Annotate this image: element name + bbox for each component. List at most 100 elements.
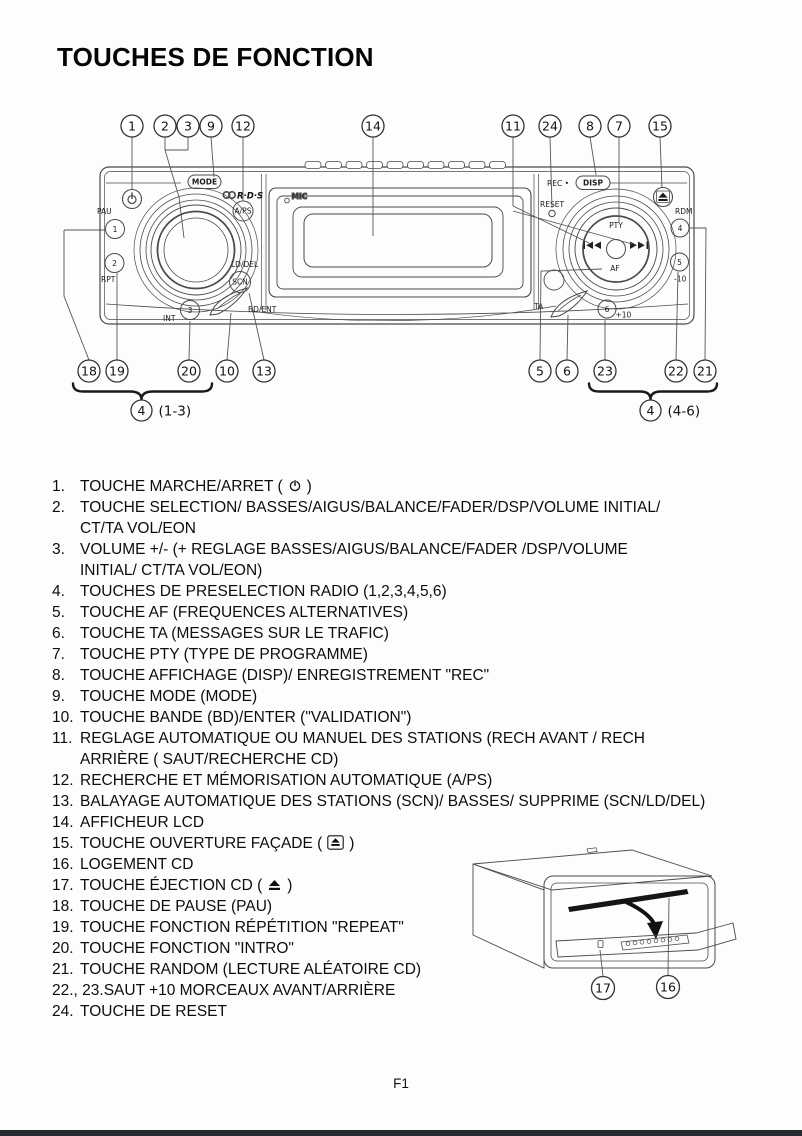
item-number: 21. xyxy=(52,961,74,978)
footer-bar xyxy=(0,1130,802,1136)
seek-back-icon xyxy=(583,241,601,249)
seek-knob-drawing: PTY AF xyxy=(555,188,677,310)
svg-text:12: 12 xyxy=(235,118,251,133)
power-icon xyxy=(127,192,137,205)
callout-7: 7 xyxy=(607,114,631,138)
svg-text:15: 15 xyxy=(652,118,668,133)
rds-label: R·D·S xyxy=(237,192,263,202)
rec-label: REC • xyxy=(547,179,569,188)
callout-15: 15 xyxy=(648,114,672,138)
item-text: LOGEMENT CD xyxy=(80,856,194,873)
group-range-right: (4-6) xyxy=(668,404,701,420)
list-item: 14.AFFICHEUR LCD xyxy=(52,812,760,833)
list-item: 2. TOUCHE SELECTION/ BASSES/AIGUS/BALANCE… xyxy=(52,497,760,539)
pau-label: PAU xyxy=(97,207,112,216)
item-number: 18. xyxy=(52,898,74,915)
preset-button-5: 5 -10 xyxy=(670,252,689,284)
af-label: AF xyxy=(610,264,619,273)
svg-text:1: 1 xyxy=(113,225,118,234)
volume-knob-drawing xyxy=(133,187,259,313)
item-text: TOUCHE AFFICHAGE (DISP)/ ENREGISTREMENT … xyxy=(80,667,490,684)
callout-17: 17 xyxy=(590,975,616,1001)
svg-text:4: 4 xyxy=(678,224,683,233)
rdm-label: RDM xyxy=(675,207,692,216)
item-text: TOUCHE MARCHE/ARRET () xyxy=(80,478,312,495)
list-item: 3.VOLUME +/- (+ REGLAGE BASSES/AIGUS/BAL… xyxy=(52,539,760,581)
callout-23: 23 xyxy=(593,359,617,383)
list-item: 4.TOUCHES DE PRESELECTION RADIO (1,2,3,4… xyxy=(52,581,760,602)
list-item: 22., 23.SAUT +10 MORCEAUX AVANT/ARRIÈRE xyxy=(52,980,760,1001)
minus10-label: -10 xyxy=(674,275,686,284)
callout-leader-lines xyxy=(63,136,707,361)
list-item: 11.REGLAGE AUTOMATIQUE OU MANUEL DES STA… xyxy=(52,728,760,770)
item-number: 5. xyxy=(52,604,65,621)
ld-del-label: LD/DEL xyxy=(231,260,259,269)
item-number: 2. xyxy=(52,499,65,516)
group-range-left: (1-3) xyxy=(159,404,192,420)
callout-10: 10 xyxy=(215,359,239,383)
list-item: 17. TOUCHE ÉJECTION CD () xyxy=(52,875,760,896)
item-number: 11. xyxy=(52,730,73,747)
int-label: INT xyxy=(163,314,176,323)
item-number: 22., 23. xyxy=(52,982,104,999)
list-item: 13.BALAYAGE AUTOMATIQUE DES STATIONS (SC… xyxy=(52,791,760,812)
callout-3: 3 xyxy=(176,114,200,138)
top-vent-tabs xyxy=(304,161,506,169)
item-text: TOUCHE DE PAUSE (PAU) xyxy=(80,898,273,915)
item-number: 10. xyxy=(52,709,74,726)
item-text: TOUCHE PTY (TYPE DE PROGRAMME) xyxy=(80,646,368,663)
item-text: TOUCHE SELECTION/ BASSES/AIGUS/BALANCE/F… xyxy=(80,499,661,537)
plus10-label: +10 xyxy=(616,311,632,320)
preset-button-3: 3 INT xyxy=(163,300,200,323)
svg-text:23: 23 xyxy=(597,363,613,378)
svg-text:5: 5 xyxy=(677,258,682,267)
callout-13: 13 xyxy=(252,359,276,383)
svg-text:9: 9 xyxy=(207,118,215,133)
list-item: 19. TOUCHE FONCTION RÉPÉTITION "REPEAT" xyxy=(52,917,760,938)
scn-button-drawing: LD/DEL SCN xyxy=(229,260,259,293)
item-text: VOLUME +/- (+ REGLAGE BASSES/AIGUS/BALAN… xyxy=(80,541,628,579)
list-item: 8.TOUCHE AFFICHAGE (DISP)/ ENREGISTREMEN… xyxy=(52,665,760,686)
item-number: 24. xyxy=(52,1003,74,1020)
callout-5: 5 xyxy=(528,359,552,383)
item-text: TOUCHE ÉJECTION CD () xyxy=(80,877,293,894)
callout-21: 21 xyxy=(693,359,717,383)
faceplate-drawing: MODE R·D·S A/PS PAU 1 2 RPT 3 INT xyxy=(97,161,695,325)
item-text: TOUCHE BANDE (BD)/ENTER ("VALIDATION") xyxy=(80,709,412,726)
aps-button-drawing: A/PS xyxy=(232,200,254,222)
list-item: 1. TOUCHE MARCHE/ARRET () xyxy=(52,476,760,497)
bd-ent-label: BD/ENT xyxy=(248,305,277,314)
svg-text:6: 6 xyxy=(563,363,571,378)
preset-button-1: PAU 1 xyxy=(97,207,125,239)
item-text: TOUCHE MODE (MODE) xyxy=(80,688,258,705)
svg-text:21: 21 xyxy=(697,363,713,378)
callouts: 1 2 3 9 12 14 11 24 8 7 15 18 19 20 10 1… xyxy=(63,114,717,383)
callout-24: 24 xyxy=(538,114,562,138)
panel-eject-button xyxy=(597,940,604,948)
cd-slot xyxy=(568,889,689,912)
svg-text:18: 18 xyxy=(81,363,97,378)
list-item: 10. TOUCHE BANDE (BD)/ENTER ("VALIDATION"… xyxy=(52,707,760,728)
item-number: 19. xyxy=(52,919,74,936)
svg-text:1: 1 xyxy=(128,118,136,133)
power-button-drawing xyxy=(121,188,143,210)
eject-icon xyxy=(269,880,281,890)
item-text: TOUCHES DE PRESELECTION RADIO (1,2,3,4,5… xyxy=(80,583,447,600)
svg-text:2: 2 xyxy=(161,118,169,133)
callout-1: 1 xyxy=(120,114,144,138)
preset-group-brace-right: 4 (4-6) xyxy=(587,382,719,422)
rpt-label: RPT xyxy=(101,275,116,284)
item-text: RECHERCHE ET MÉMORISATION AUTOMATIQUE (A… xyxy=(80,772,493,789)
svg-text:2: 2 xyxy=(112,259,117,268)
svg-text:13: 13 xyxy=(256,363,272,378)
svg-text:24: 24 xyxy=(542,118,558,133)
pty-label: PTY xyxy=(609,221,623,230)
svg-text:4: 4 xyxy=(138,403,146,418)
seek-forward-icon xyxy=(630,241,648,249)
callout-2: 2 xyxy=(153,114,177,138)
list-item: 24.TOUCHE DE RESET xyxy=(52,1001,760,1022)
item-number: 13. xyxy=(52,793,74,810)
svg-text:19: 19 xyxy=(109,363,125,378)
item-text: TOUCHE FONCTION RÉPÉTITION "REPEAT" xyxy=(80,919,404,936)
ta-button-drawing: TA xyxy=(533,269,589,318)
